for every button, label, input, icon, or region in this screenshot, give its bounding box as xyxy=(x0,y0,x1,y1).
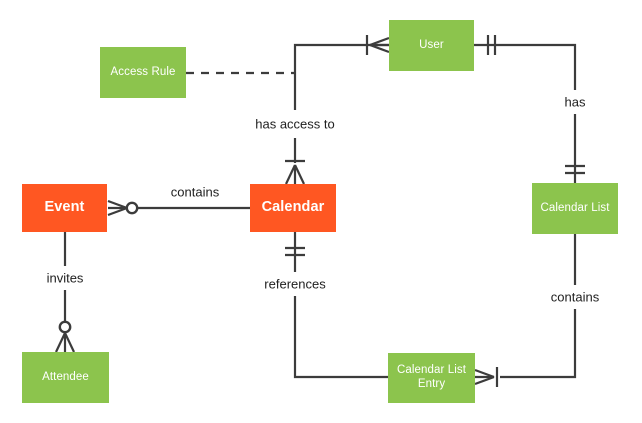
entity-calendar-list-label: Calendar List xyxy=(540,201,610,214)
entity-calendar-list[interactable]: Calendar List xyxy=(532,183,618,234)
entity-calendar-label: Calendar xyxy=(261,199,325,216)
edge-label-invites: invites xyxy=(43,270,87,286)
cardinality-zero-circle-event xyxy=(125,201,139,215)
edge-label-references: references xyxy=(261,276,329,292)
connector-user-has-calendar-list xyxy=(474,43,577,90)
crowfoot-event-side xyxy=(107,199,128,217)
edge-label-contains-event-calendar: contains xyxy=(167,184,223,200)
entity-user-label: User xyxy=(419,38,444,51)
edge-label-has-access-to: has access to xyxy=(252,116,338,132)
entity-access-rule-label: Access Rule xyxy=(110,65,176,78)
connector-user-has-access-to-calendar xyxy=(293,43,389,110)
entity-calendar-list-entry-label: Calendar List Entry xyxy=(396,364,467,390)
connector-calendar-references-lower xyxy=(293,296,388,379)
crowfoot-entry-right xyxy=(474,368,495,386)
entity-event[interactable]: Event xyxy=(22,184,107,232)
entity-access-rule[interactable]: Access Rule xyxy=(100,47,186,98)
entity-calendar[interactable]: Calendar xyxy=(250,184,336,232)
cardinality-zero-circle-attendee xyxy=(58,320,72,334)
entity-attendee[interactable]: Attendee xyxy=(22,352,109,403)
crowfoot-attendee-side xyxy=(55,332,75,353)
entity-calendar-list-entry[interactable]: Calendar List Entry xyxy=(388,353,475,403)
edge-label-has: has xyxy=(561,94,589,110)
connector-calendar-list-contains-lower xyxy=(500,309,577,379)
entity-event-label: Event xyxy=(44,199,85,216)
crowfoot-user-left xyxy=(369,36,390,54)
entity-attendee-label: Attendee xyxy=(42,370,89,383)
entity-user[interactable]: User xyxy=(389,20,474,71)
crowfoot-calendar-top xyxy=(285,164,305,185)
edge-label-contains-list-entry: contains xyxy=(547,289,603,305)
